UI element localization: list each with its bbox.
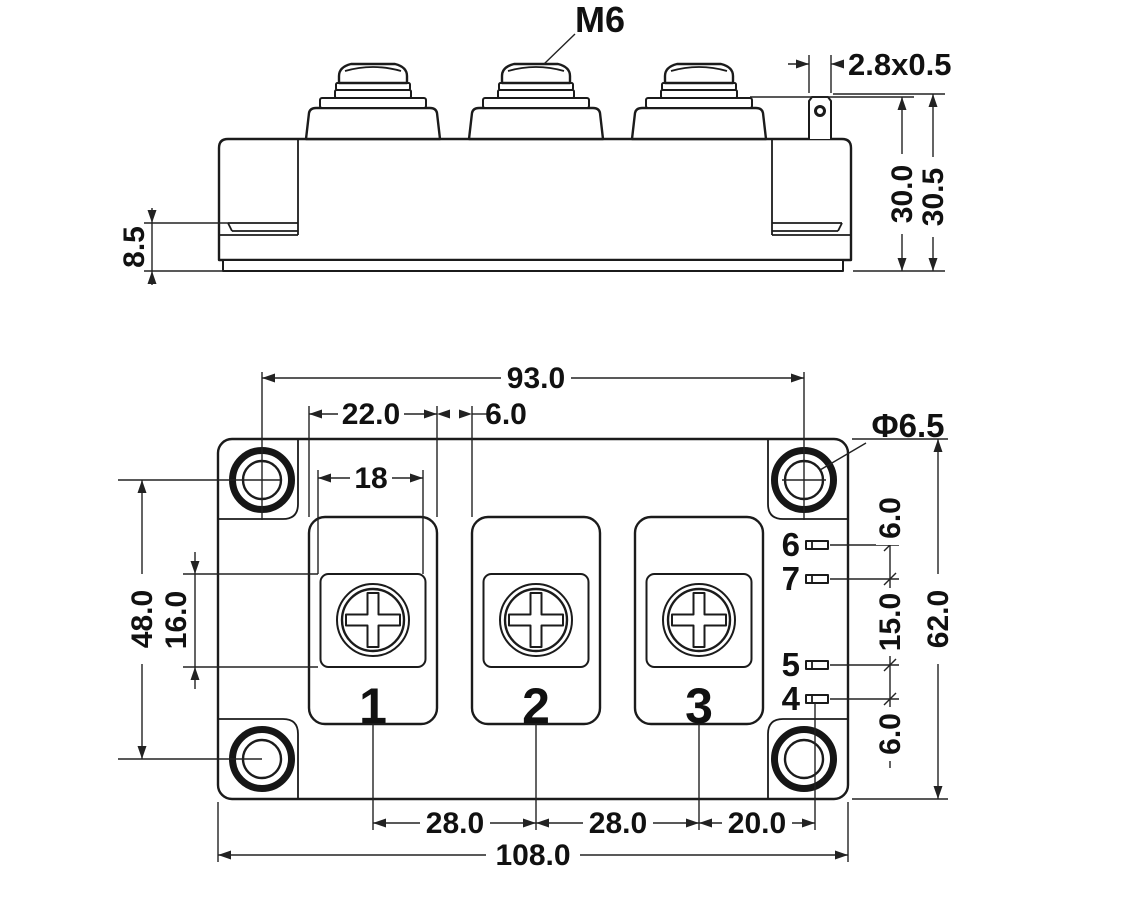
side-view <box>217 62 853 272</box>
dim-16: 16.0 <box>160 552 318 689</box>
corner-boss-top-right <box>767 439 848 520</box>
aux-pin-4 <box>805 694 829 704</box>
height-30-label: 30.0 <box>886 165 919 223</box>
terminal-tower-3 <box>630 62 768 141</box>
hole-dia-label: Φ6.5 <box>872 407 945 444</box>
corner-boss-bottom-right <box>767 718 848 799</box>
screw-cross-2 <box>508 592 564 648</box>
hole-pitch-x-label: 93.0 <box>507 362 565 395</box>
hole-pitch-y-label: 48.0 <box>126 590 159 648</box>
aux-pin-label-6: 6 <box>782 526 800 563</box>
block-width-label: 22.0 <box>342 398 400 431</box>
aux-pin-5 <box>805 660 829 670</box>
dim-18: 18 <box>317 462 424 574</box>
side-view-dimensions: M6 2.8x0.5 30.0 30 <box>118 0 951 285</box>
pad-height-label: 16.0 <box>160 591 193 649</box>
dim-hole-dia: Φ6.5 <box>819 407 945 471</box>
aux-pin-7 <box>805 574 829 584</box>
pin-gap-75-label: 15.0 <box>874 593 907 651</box>
screw-cross-3 <box>671 592 727 648</box>
dim-m6: M6 <box>543 0 625 65</box>
dim-22: 22.0 <box>308 398 438 517</box>
dim-48: 48.0 <box>118 479 280 760</box>
dim-30-5: 30.5 <box>833 93 950 272</box>
plan-view: 1 2 3 6 7 5 4 <box>216 437 850 801</box>
aux-tab-pin <box>808 96 832 139</box>
pitch-t1-t2-label: 28.0 <box>426 807 484 840</box>
flange-step-label: 8.5 <box>118 226 151 268</box>
side-base-plate <box>222 259 844 272</box>
aux-pin-6 <box>805 540 829 550</box>
dim-93: 93.0 <box>261 362 805 520</box>
dim-8-5: 8.5 <box>118 208 228 285</box>
body-width-label: 108.0 <box>495 839 570 872</box>
pin-gap-67-label: 6.0 <box>874 497 907 539</box>
dim-pin-chain: 6.0 15.0 6.0 <box>830 491 907 768</box>
terminal-block-1: 1 <box>307 515 439 734</box>
pad-width-label: 18 <box>354 462 387 495</box>
side-right-flange <box>771 139 851 236</box>
plan-view-dimensions: 93.0 22.0 6.0 18 <box>118 362 955 872</box>
dim-30-0: 30.0 <box>750 96 919 271</box>
corner-boss-bottom-left <box>218 718 299 799</box>
aux-pin-label-4: 4 <box>782 680 801 717</box>
terminal-tower-2 <box>467 62 605 141</box>
tab-size-label: 2.8x0.5 <box>848 47 951 82</box>
mounting-hole-bottom-right <box>771 726 837 792</box>
dim-6-gap: 6.0 <box>437 398 527 517</box>
pitch-t2-t3-label: 28.0 <box>589 807 647 840</box>
terminal-tower-1 <box>304 62 442 141</box>
side-body-outline <box>217 137 853 262</box>
aux-pin-label-7: 7 <box>782 560 800 597</box>
terminal-block-2: 2 <box>470 515 602 734</box>
side-left-flange <box>219 139 299 236</box>
aux-pins: 6 7 5 4 <box>782 526 829 717</box>
dim-pitches: 28.0 28.0 20.0 <box>372 703 816 840</box>
dim-tab-size: 2.8x0.5 <box>788 47 951 93</box>
height-305-label: 30.5 <box>917 168 950 226</box>
pin-gap-54-label: 6.0 <box>874 713 907 755</box>
dim-108: 108.0 <box>217 802 849 872</box>
pitch-t3-pins-label: 20.0 <box>728 807 786 840</box>
block-gap-label: 6.0 <box>485 398 527 431</box>
body-height-label: 62.0 <box>922 590 955 648</box>
screw-cross-1 <box>345 592 401 648</box>
corner-boss-top-left <box>218 439 299 520</box>
terminal-block-3: 3 <box>633 515 765 734</box>
m6-label: M6 <box>575 0 625 40</box>
dim-62: 62.0 <box>852 438 955 800</box>
tab-pin-hole <box>814 105 826 117</box>
aux-pin-label-5: 5 <box>782 646 800 683</box>
